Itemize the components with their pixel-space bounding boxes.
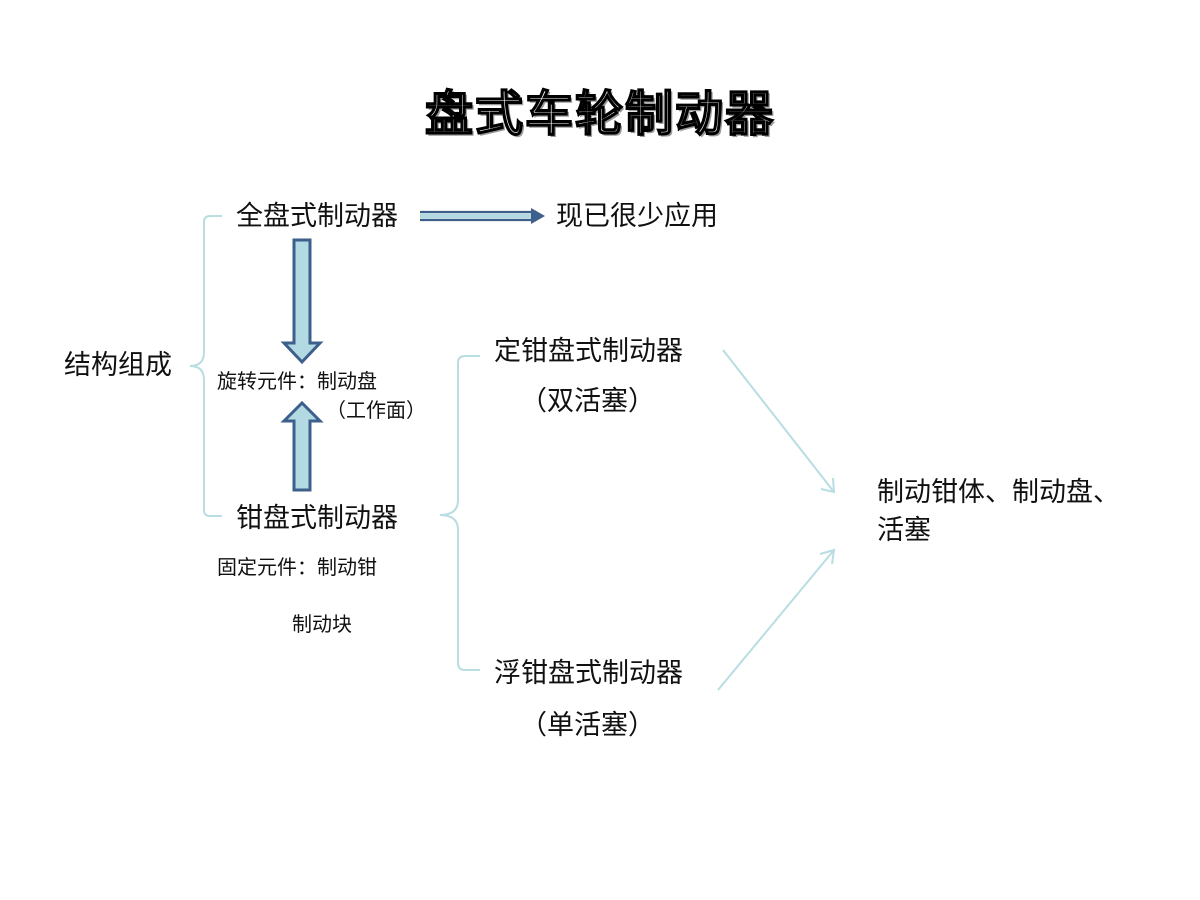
full-disc-brake-label: 全盘式制动器 — [236, 201, 398, 232]
working-surface-label: （工作面） — [326, 398, 426, 422]
fixed-element-label: 固定元件：制动钳 — [217, 555, 377, 579]
rotating-element-label: 旋转元件：制动盘 — [217, 369, 377, 393]
rarely-used-arrow — [420, 208, 545, 224]
floating-caliper-arrow — [717, 548, 836, 691]
structure-brace — [189, 215, 222, 517]
single-piston-label: （单活塞） — [520, 710, 655, 741]
dual-piston-label: （双活塞） — [520, 386, 655, 417]
caliper-disc-brake-label: 钳盘式制动器 — [236, 503, 398, 534]
brake-pad-label: 制动块 — [292, 612, 352, 636]
floating-caliper-brake-label: 浮钳盘式制动器 — [494, 658, 683, 689]
fixed-caliper-arrow — [722, 349, 836, 494]
caliper-type-brace — [439, 355, 480, 671]
structure-label: 结构组成 — [64, 350, 172, 381]
down-block-arrow — [280, 238, 324, 365]
slide-title: 盘式车轮制动器 — [424, 86, 775, 142]
rarely-used-note: 现已很少应用 — [556, 201, 718, 232]
fixed-caliper-brake-label: 定钳盘式制动器 — [494, 336, 683, 367]
components-result-label: 制动钳体、制动盘、活塞 — [877, 477, 1120, 546]
up-block-arrow — [280, 400, 324, 492]
